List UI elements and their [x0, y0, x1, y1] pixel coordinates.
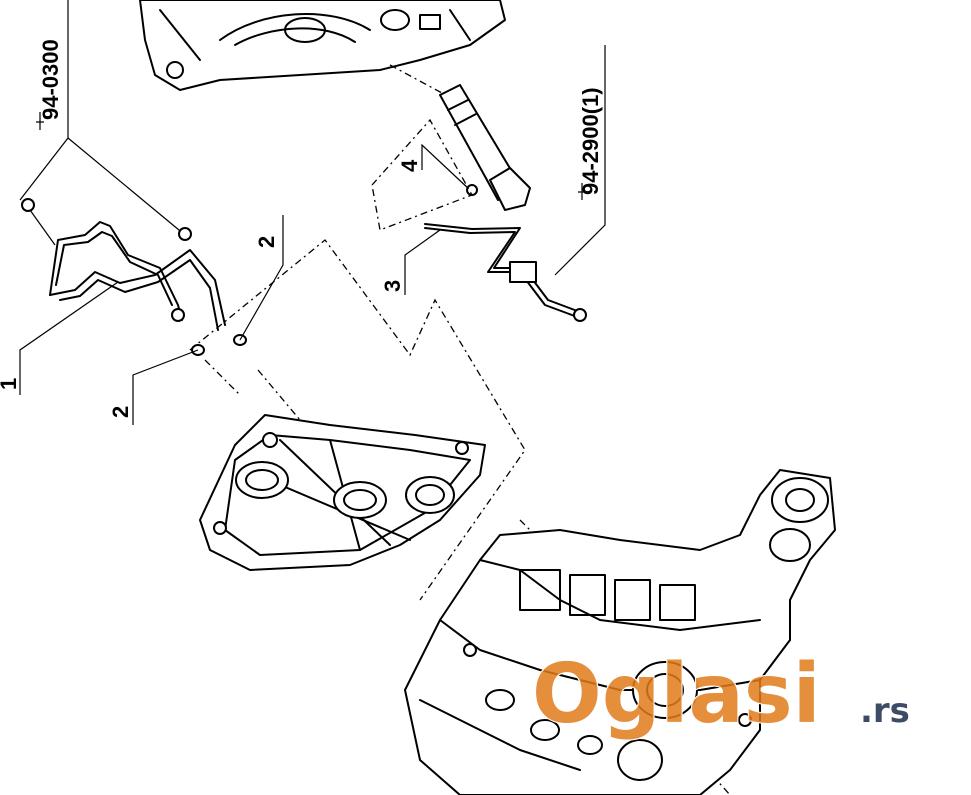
part-labels: 1 2 2 3 4: [0, 143, 471, 425]
upper-housing: [139, 0, 506, 91]
cover-plate: [199, 414, 486, 571]
ref-label-b: 94-2900(1): [578, 87, 603, 195]
cylinder-head: [404, 469, 836, 795]
label-2a: 2: [254, 236, 279, 248]
injector: [439, 84, 531, 211]
washers-part-2: [191, 334, 247, 356]
ref-label-a: 94-0300: [38, 39, 63, 120]
label-4: 4: [397, 159, 422, 172]
label-1: 1: [0, 378, 21, 390]
ref-callout-a: 94-0300: [19, 0, 186, 236]
pipe-part-1: [21, 198, 226, 331]
watermark-suffix: .rs: [860, 691, 910, 731]
watermark: Oglasi .rs: [531, 646, 910, 743]
ref-callout-b: 94-2900(1): [554, 45, 606, 276]
label-2b: 2: [108, 406, 133, 418]
pipe-part-3: [424, 223, 587, 322]
watermark-text: Oglasi: [532, 647, 821, 742]
label-3: 3: [380, 280, 405, 292]
